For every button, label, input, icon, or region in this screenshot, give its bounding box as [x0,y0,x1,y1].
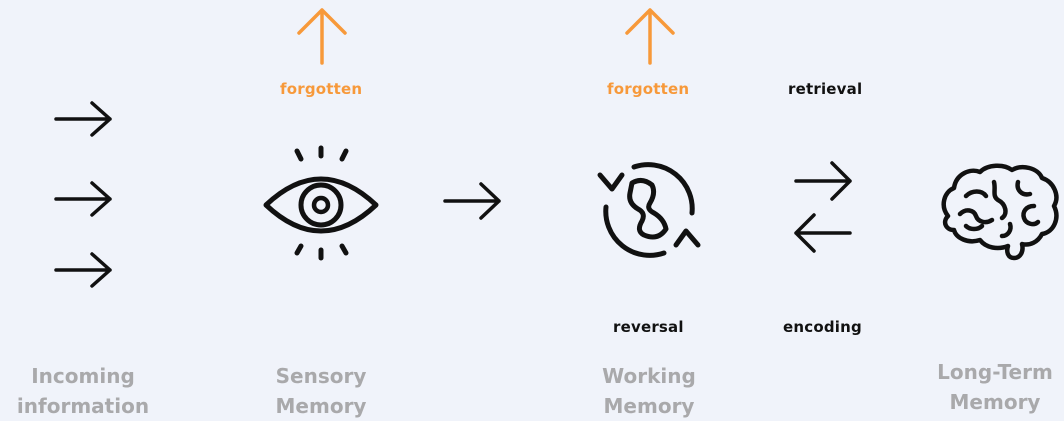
sensory-forgotten-arrow-icon [296,6,348,66]
stage-label-sensory-line2: Memory [275,394,367,418]
stage-label-long-term: Long-Term Memory [926,357,1064,417]
stage-label-working-line1: Working [602,364,696,388]
retrieval-label: retrieval [788,80,863,98]
stage-label-working-line2: Memory [603,394,695,418]
eye-icon [262,145,382,262]
stage-label-long-term-line2: Memory [949,390,1041,414]
working-forgotten-label: forgotten [607,80,690,98]
stage-label-sensory: Sensory Memory [250,361,392,421]
stage-label-long-term-line1: Long-Term [937,360,1053,384]
reversal-label: reversal [613,318,684,336]
cycle-hourglass-icon [594,155,704,265]
stage-label-working: Working Memory [578,361,720,421]
sensory-forgotten-label: forgotten [280,80,363,98]
incoming-arrow-3-icon [54,252,114,288]
incoming-arrow-2-icon [54,181,114,217]
stage-label-sensory-line1: Sensory [275,364,367,388]
brain-icon [938,160,1062,261]
stage-label-incoming-line1: Incoming [31,364,135,388]
incoming-arrow-1-icon [54,101,114,137]
sensory-to-working-arrow-icon [443,182,503,220]
working-forgotten-arrow-icon [624,6,676,66]
stage-label-incoming: Incoming information [0,361,166,421]
arrows-exchange-icon [792,157,854,253]
stage-label-incoming-line2: information [16,394,150,418]
encoding-label: encoding [783,318,862,336]
